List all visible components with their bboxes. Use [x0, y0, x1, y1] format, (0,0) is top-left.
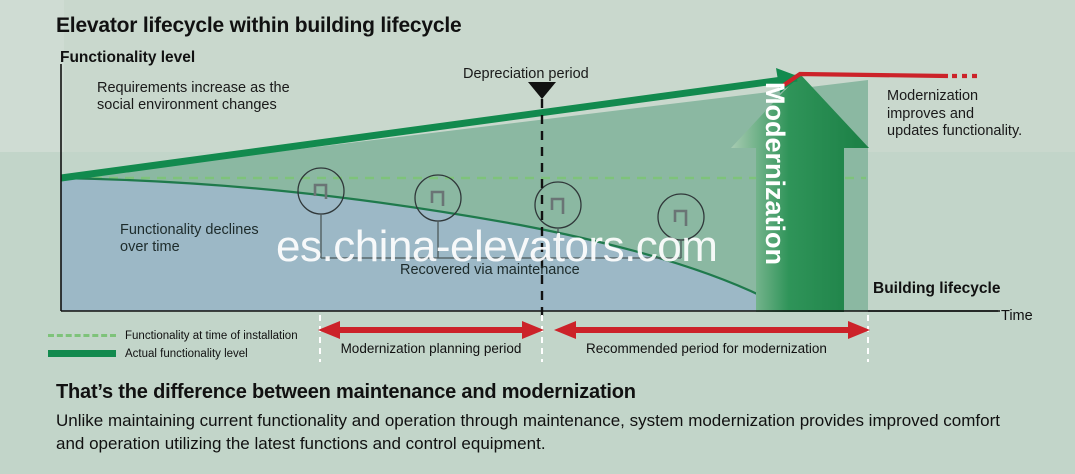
y-axis-title: Functionality level	[60, 49, 196, 66]
maintenance-sawtooth	[313, 183, 328, 199]
period-arrows	[318, 321, 870, 339]
time-axis-label: Time	[1001, 308, 1033, 324]
annotation-decline-line2: over time	[120, 238, 180, 255]
annotation-requirements: Requirements increase as the social envi…	[97, 80, 290, 114]
period-label-planning: Modernization planning period	[340, 341, 522, 356]
depreciation-triangle	[528, 82, 556, 99]
blue-area-fill	[61, 178, 790, 311]
annotation-modernization-line1: Modernization	[887, 88, 979, 104]
annotation-modernization-line2: improves and	[887, 105, 975, 122]
depreciation-marker	[528, 82, 556, 318]
background-band-top-left	[0, 0, 64, 152]
legend-item-actual: Actual functionality level	[48, 346, 298, 361]
modernization-arrow	[731, 74, 869, 312]
legend-item-installation: Functionality at time of installation	[48, 328, 298, 343]
chart-areas	[61, 80, 868, 311]
period-separators	[319, 315, 869, 362]
annotation-decline: Functionality declines over time	[120, 222, 259, 256]
annotation-modernization: Modernization improves and updates funct…	[887, 88, 1022, 141]
maintenance-markers	[297, 167, 705, 259]
page-title: Elevator lifecycle within building lifec…	[56, 14, 462, 37]
legend-swatch-solid-icon	[48, 350, 116, 357]
chart-legend: Functionality at time of installation Ac…	[48, 328, 298, 364]
footer-heading: That’s the difference between maintenanc…	[56, 381, 636, 403]
chart-axes	[60, 64, 1000, 312]
annotation-depreciation: Depreciation period	[463, 66, 589, 82]
modernization-red-line	[782, 71, 977, 87]
actual-functionality-curve	[61, 176, 791, 311]
maintenance-sawtooth	[430, 190, 445, 206]
maintenance-sawtooth	[550, 197, 565, 214]
annotation-decline-line1: Functionality declines	[120, 222, 259, 238]
annotation-requirements-line1: Requirements increase as the	[97, 80, 290, 96]
legend-label: Functionality at time of installation	[125, 329, 298, 342]
footer-body: Unlike maintaining current functionality…	[56, 411, 1000, 453]
annotation-recovered: Recovered via maintenance	[400, 262, 580, 278]
building-lifecycle-label: Building lifecycle	[873, 280, 1001, 297]
maintenance-sawtooth	[673, 209, 688, 226]
legend-label: Actual functionality level	[125, 347, 248, 360]
annotation-requirements-line2: social environment changes	[97, 97, 277, 114]
annotation-modernization-line3: updates functionality.	[887, 123, 1023, 140]
period-label-recommended: Recommended period for modernization	[586, 341, 827, 356]
watermark: es.china-elevators.com	[276, 222, 718, 271]
legend-swatch-dashed-icon	[48, 334, 116, 337]
